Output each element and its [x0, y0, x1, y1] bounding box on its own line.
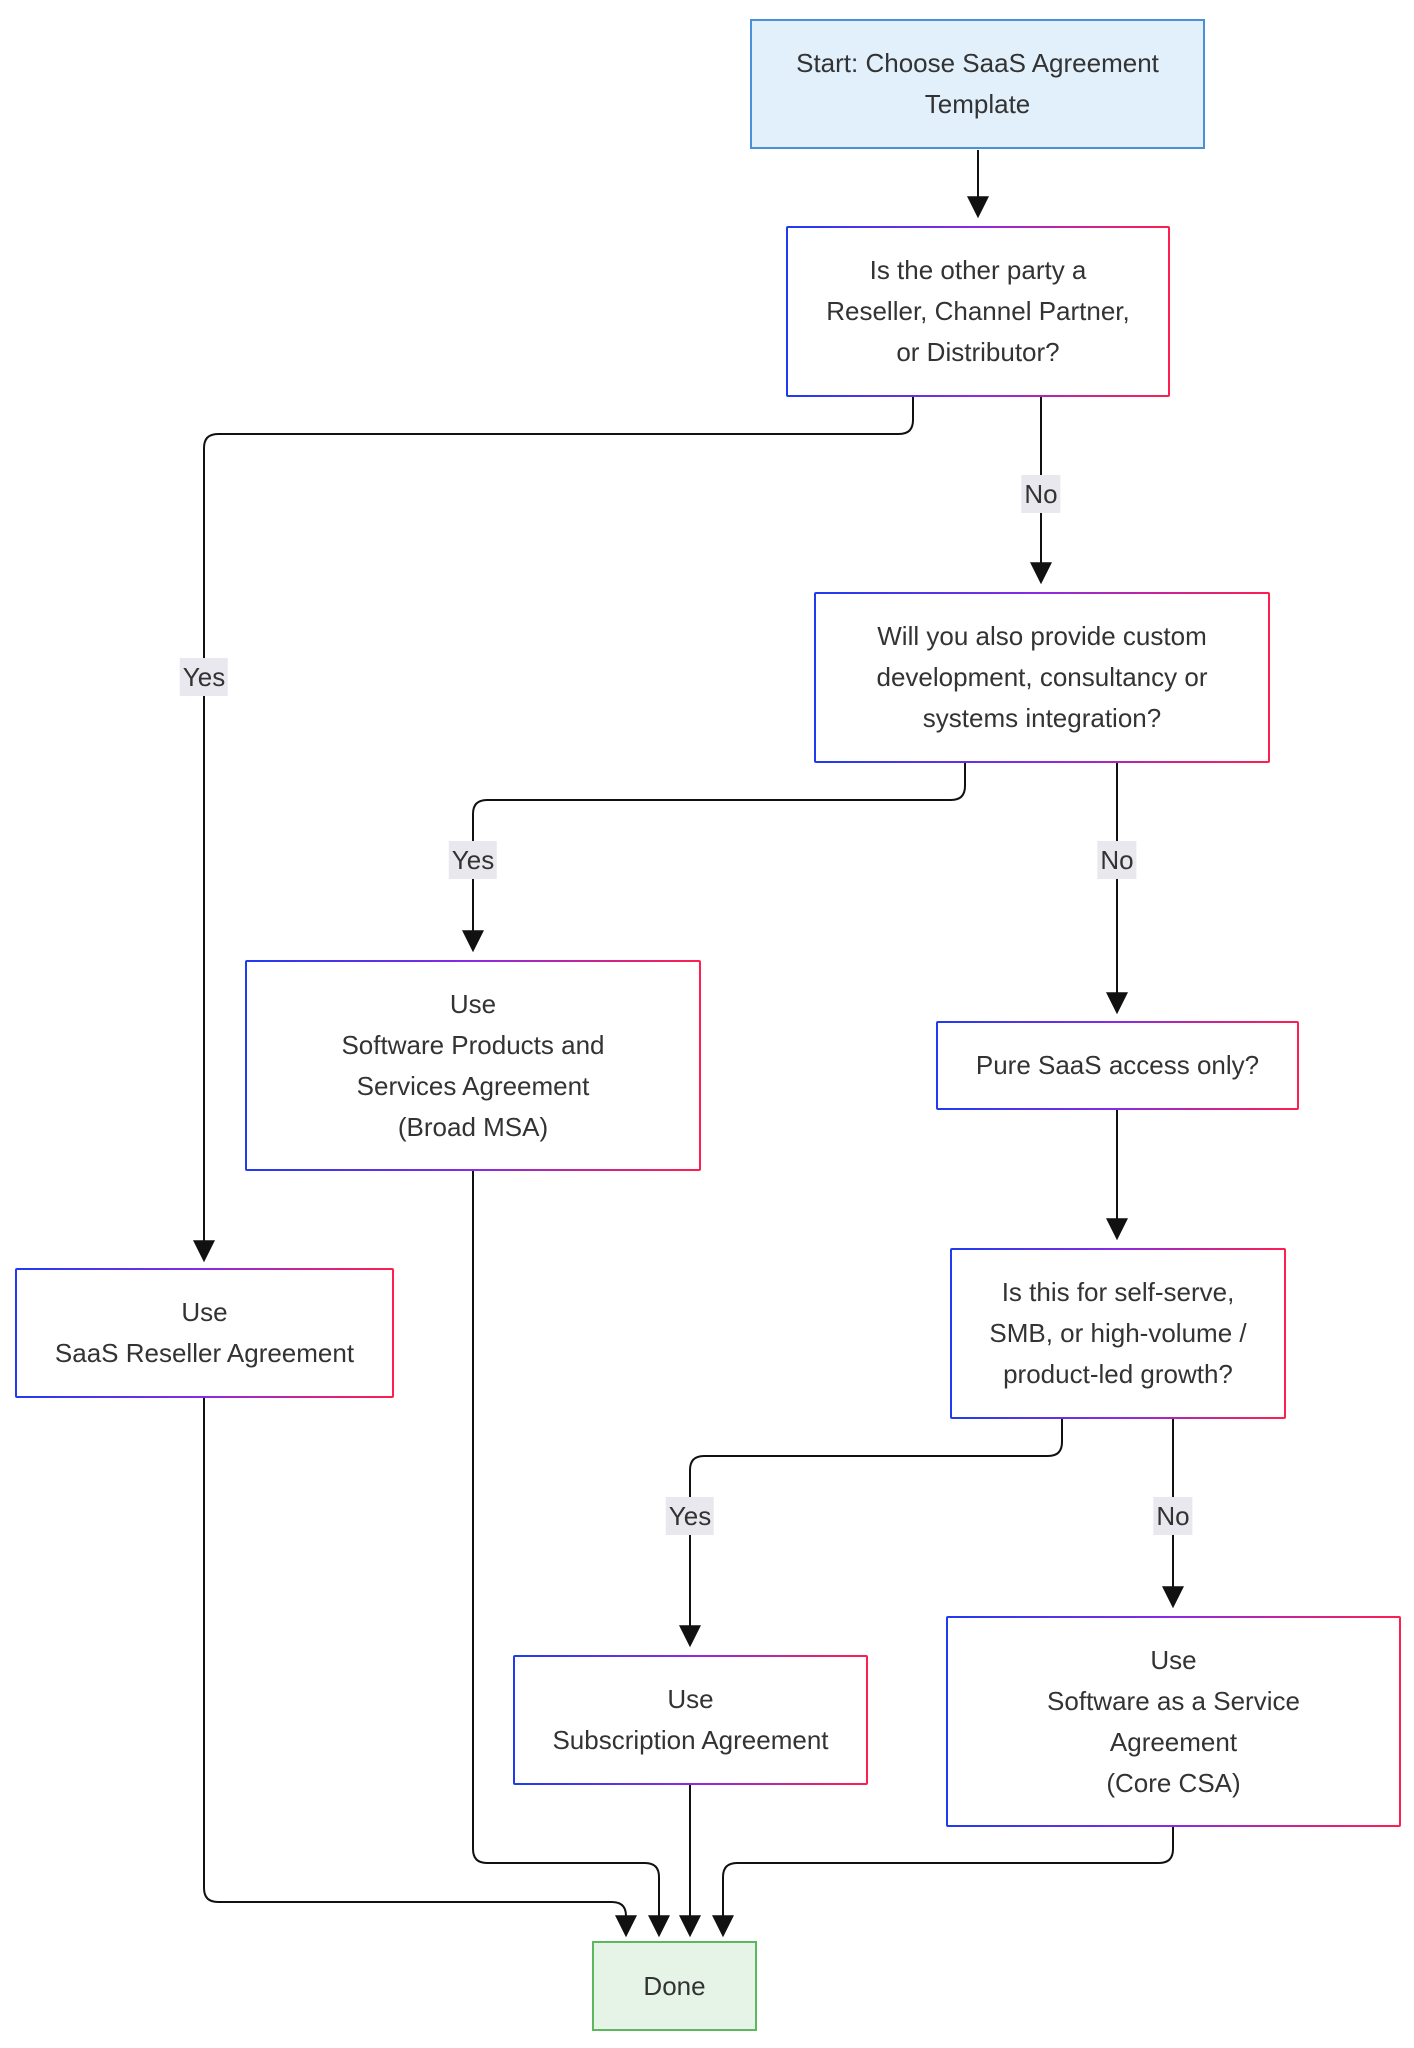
pure-saas-question-node: Pure SaaS access only? [936, 1021, 1299, 1110]
use-subscription-agreement-node: Use Subscription Agreement [513, 1655, 868, 1785]
use-software-as-a-service-node: Use Software as a Service Agreement (Cor… [946, 1616, 1401, 1827]
use-saas-reseller-node: Use SaaS Reseller Agreement [15, 1268, 394, 1398]
self-serve-question-node: Is this for self-serve, SMB, or high-vol… [950, 1248, 1286, 1419]
edge-label-custom-no: No [1097, 841, 1137, 879]
edge-reseller-agreement-to-done [203, 1398, 637, 1938]
custom-services-question-node: Will you also provide custom development… [814, 592, 1270, 763]
start-node: Start: Choose SaaS Agreement Template [750, 19, 1205, 149]
use-software-products-services-node: Use Software Products and Services Agree… [245, 960, 701, 1171]
edge-label-reseller-yes: Yes [179, 658, 229, 696]
edge-custom-yes [462, 763, 966, 953]
edge-selfserve-yes [679, 1418, 1063, 1648]
edge-csa-to-done [712, 1826, 1174, 1938]
edge-reseller-yes [193, 396, 914, 1263]
done-node: Done [592, 1941, 757, 2031]
edge-spsa-to-done [472, 1170, 670, 1938]
reseller-question-node: Is the other party a Reseller, Channel P… [786, 226, 1170, 397]
edge-label-selfserve-no: No [1153, 1497, 1193, 1535]
edge-label-selfserve-yes: Yes [665, 1497, 715, 1535]
edge-label-reseller-no: No [1021, 475, 1061, 513]
edge-label-custom-yes: Yes [448, 841, 498, 879]
